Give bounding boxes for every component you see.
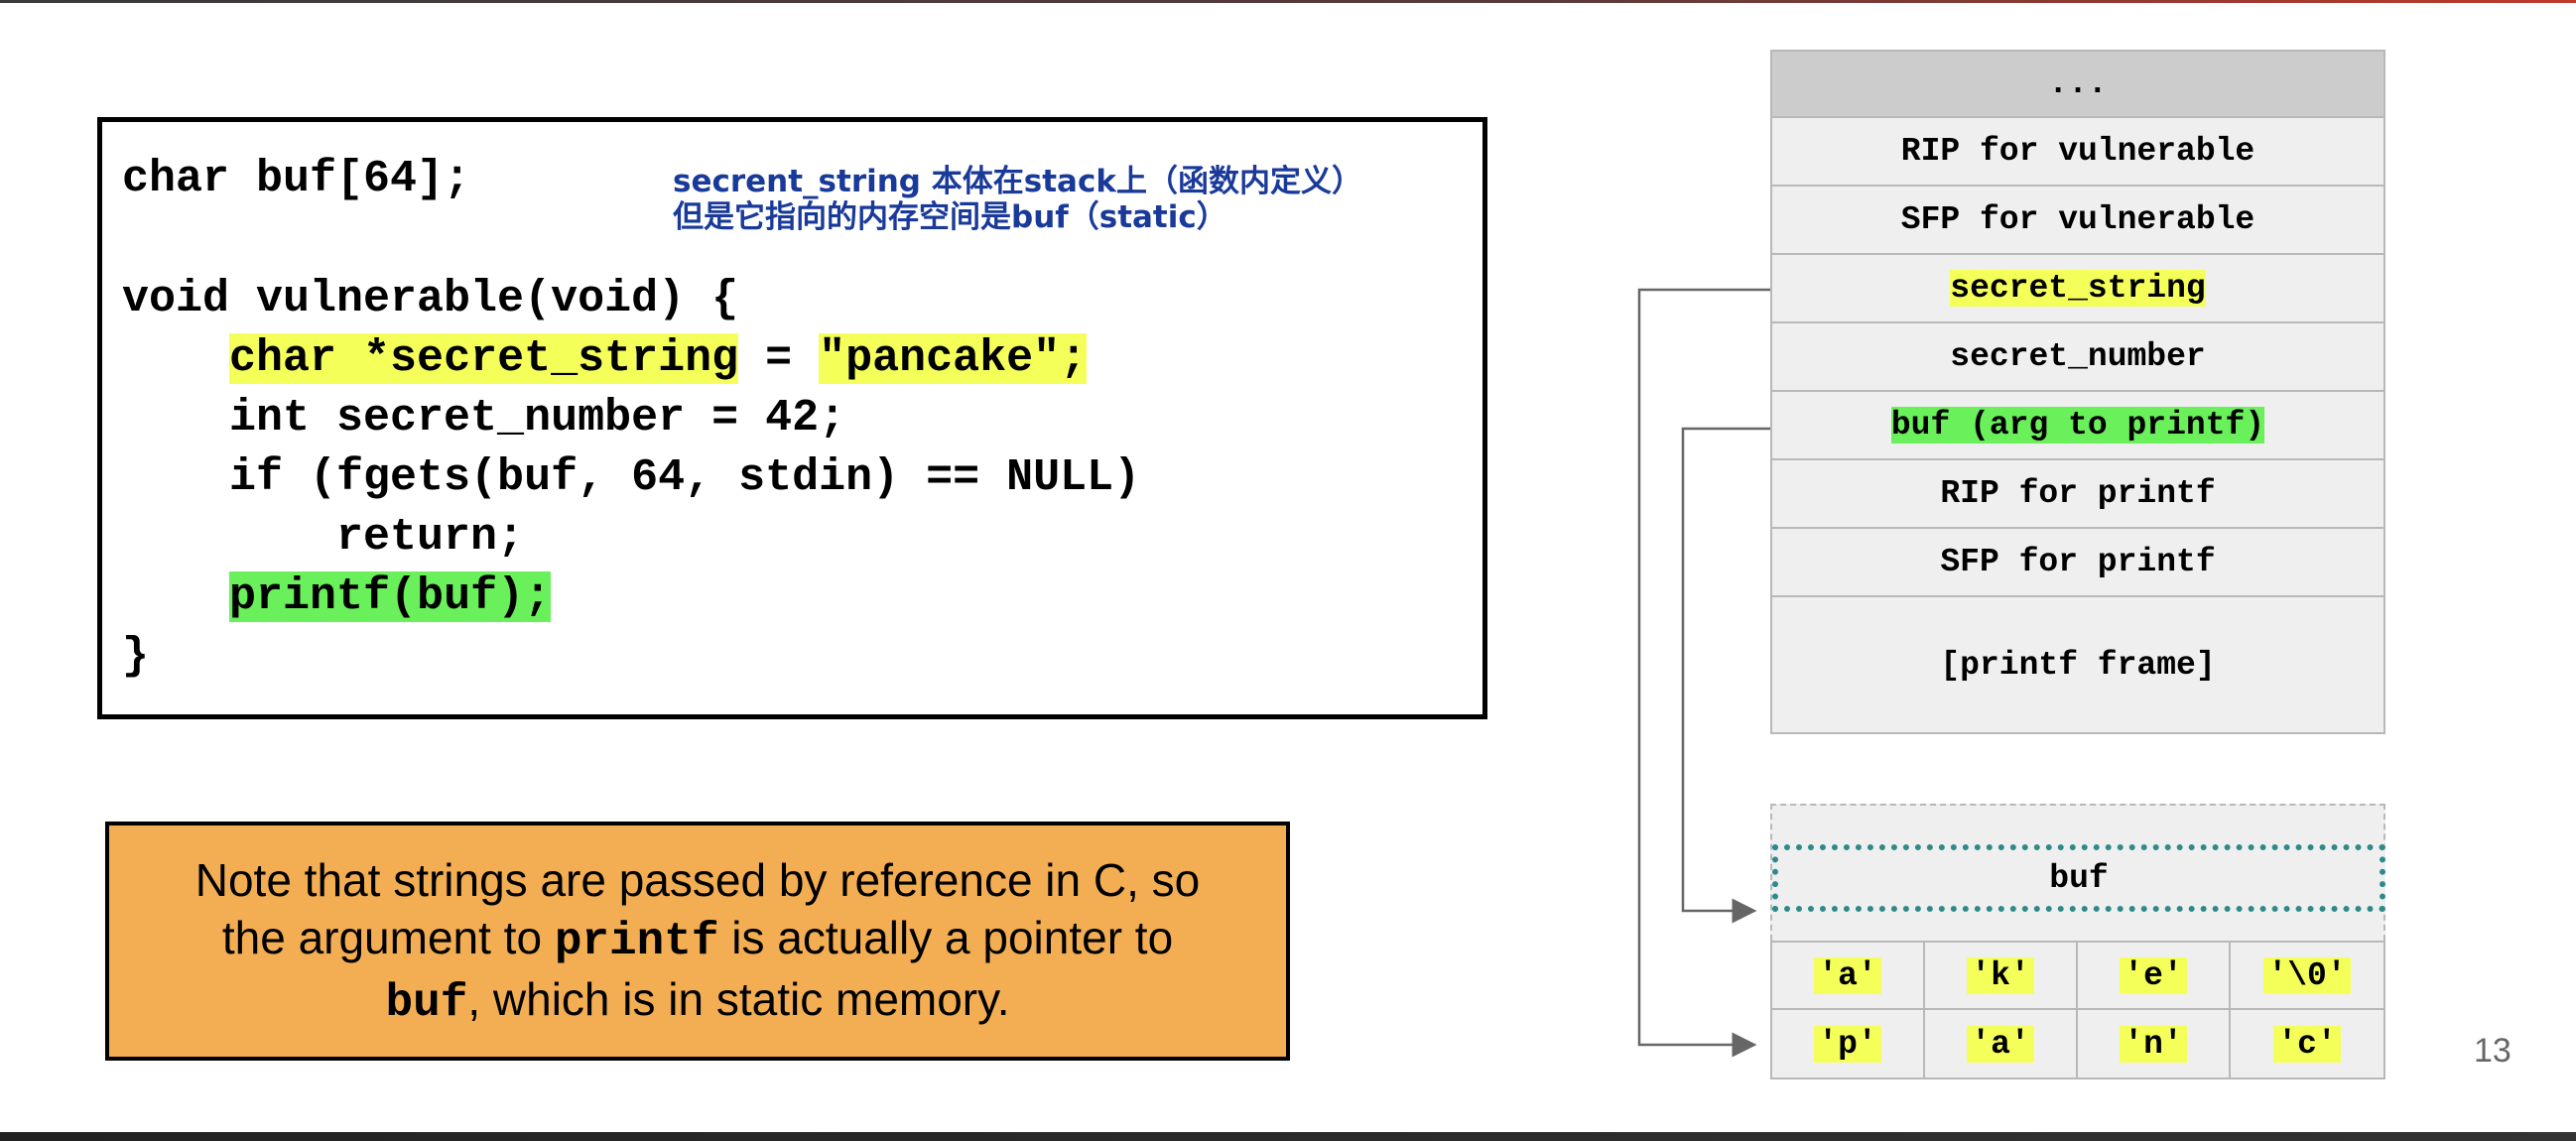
code-line-2: void vulnerable(void) { — [122, 274, 739, 324]
secret-string-decl: char *secret_string — [229, 333, 739, 384]
stack-cell-secret-string: secret_string — [1770, 255, 2385, 323]
note-line-1: Note that strings are passed by referenc… — [194, 853, 1201, 906]
byte-value: 'k' — [1967, 956, 2034, 994]
buf-byte: 'a' — [1925, 1010, 2078, 1078]
code-line-3: char *secret_string = "pancake"; — [122, 331, 1088, 387]
buf-arg-arrow — [1681, 427, 1770, 924]
buf-byte: 'c' — [2231, 1010, 2383, 1078]
secret-string-arrow — [1637, 288, 1770, 1058]
stack-cell-buf-arg: buf (arg to printf) — [1770, 392, 2385, 460]
pancake-literal: "pancake"; — [819, 333, 1088, 384]
note-line-3: , which is in static memory. — [467, 972, 1010, 1025]
note-code-printf: printf — [554, 915, 719, 967]
stack-cell-printf-frame: [printf frame] — [1770, 597, 2385, 734]
note-box: Note that strings are passed by referenc… — [105, 822, 1290, 1061]
stack-cell-rip-vulnerable: RIP for vulnerable — [1770, 118, 2385, 187]
code-box: char buf[64]; void vulnerable(void) { ch… — [97, 117, 1487, 719]
code-indent — [122, 333, 229, 384]
buf-byte: '\0' — [2231, 943, 2383, 1010]
byte-value: 'a' — [1814, 956, 1881, 994]
stack-cell-secret-number: secret_number — [1770, 323, 2385, 392]
byte-value: 'n' — [2120, 1025, 2187, 1063]
code-line-8: } — [122, 631, 150, 682]
stack-cell-sfp-printf: SFP for printf — [1770, 529, 2385, 597]
annotation-line-2: 但是它指向的内存空间是buf（static） — [673, 199, 1227, 235]
byte-value: 'p' — [1814, 1025, 1881, 1063]
byte-value: 'c' — [2273, 1025, 2341, 1063]
code-indent — [122, 571, 229, 622]
buf-bytes-grid: 'a' 'k' 'e' '\0' 'p' 'a' 'n' 'c' — [1770, 941, 2385, 1079]
code-line-1: char buf[64]; — [122, 154, 471, 204]
byte-value: '\0' — [2263, 956, 2351, 994]
note-line-2a: the argument to — [221, 911, 555, 963]
buf-byte: 'n' — [2078, 1010, 2231, 1078]
stack-cell-rip-printf: RIP for printf — [1770, 460, 2385, 529]
printf-call: printf(buf); — [229, 571, 552, 622]
code-line-6: return; — [122, 512, 525, 563]
note-code-buf: buf — [385, 976, 468, 1029]
code-assign: = — [738, 333, 820, 384]
note-line-2b: is actually a pointer to — [718, 911, 1174, 963]
page-number: 13 — [2474, 1032, 2512, 1070]
byte-value: 'a' — [1967, 1025, 2034, 1063]
buf-arg-label: buf (arg to printf) — [1890, 407, 2265, 444]
code-line-7: printf(buf); — [122, 570, 552, 625]
code-line-4: int secret_number = 42; — [122, 393, 846, 444]
byte-value: 'e' — [2120, 956, 2187, 994]
buf-byte: 'e' — [2078, 943, 2231, 1010]
annotation-line-1: secrent_string 本体在stack上（函数内定义） — [673, 164, 1362, 199]
stack-diagram: ... RIP for vulnerable SFP for vulnerabl… — [1770, 50, 2385, 734]
buf-byte: 'p' — [1772, 1010, 1925, 1078]
stack-cell-ellipsis: ... — [1770, 50, 2385, 118]
code-line-5: if (fgets(buf, 64, stdin) == NULL) — [122, 452, 1141, 503]
note-text: Note that strings are passed by referenc… — [195, 851, 1201, 1032]
buf-byte: 'k' — [1925, 943, 2078, 1010]
buf-label-box: buf — [1772, 844, 2385, 912]
secret-string-label: secret_string — [1950, 270, 2206, 307]
buf-byte: 'a' — [1772, 943, 1925, 1010]
stack-cell-sfp-vulnerable: SFP for vulnerable — [1770, 187, 2385, 255]
top-rule — [0, 0, 2576, 3]
bottom-bar — [0, 1132, 2576, 1141]
